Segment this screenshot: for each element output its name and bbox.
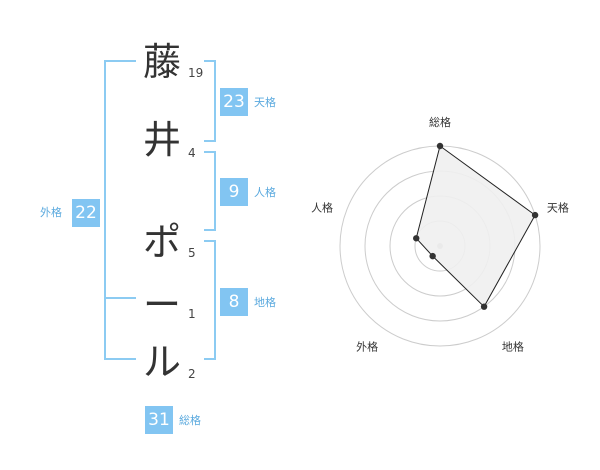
radar-point-2: [531, 211, 539, 219]
name-char-5: ル: [142, 340, 181, 384]
stroke-count-5: 2: [188, 367, 196, 381]
stroke-count-4: 1: [188, 307, 196, 321]
chikaku-label: 地格: [254, 296, 276, 309]
radar-axis-label-5: 人格: [311, 201, 333, 215]
radar-point-5: [413, 235, 420, 242]
jinkaku-label: 人格: [254, 186, 276, 199]
stroke-count-3: 5: [188, 246, 196, 260]
chikaku-bracket: [204, 240, 216, 360]
gaikaku-label: 外格: [40, 206, 62, 219]
radar-axis-label-3: 地格: [502, 339, 524, 353]
radar-axis-label-2: 天格: [547, 201, 569, 215]
tenkaku-bracket: [204, 60, 216, 142]
gaikaku-bracket: [104, 60, 136, 360]
name-char-3: ポ: [142, 220, 181, 264]
name-char-1: 藤: [142, 40, 181, 84]
tenkaku-label: 天格: [254, 96, 276, 109]
radar-axis-label-4: 外格: [356, 339, 378, 353]
radar-point-4: [429, 252, 436, 260]
radar-data-polygon: [415, 145, 536, 308]
jinkaku-value-badge: 9: [220, 178, 248, 206]
name-char-2: 井: [142, 118, 181, 162]
soukaku-label: 総格: [179, 414, 201, 427]
tenkaku-value-badge: 23: [220, 88, 248, 116]
name-char-4: ー: [142, 283, 181, 327]
gaikaku-bracket-divider: [104, 297, 136, 299]
chikaku-value-badge: 8: [220, 288, 248, 316]
radar-point-1: [436, 142, 444, 150]
radar-point-3: [480, 303, 488, 310]
gaikaku-value-badge: 22: [72, 199, 100, 227]
jinkaku-bracket: [204, 151, 216, 231]
stroke-count-2: 4: [188, 146, 196, 160]
soukaku-value-badge: 31: [145, 406, 173, 434]
radar-axis-label-1: 総格: [429, 115, 451, 129]
stroke-count-1: 19: [188, 66, 204, 80]
